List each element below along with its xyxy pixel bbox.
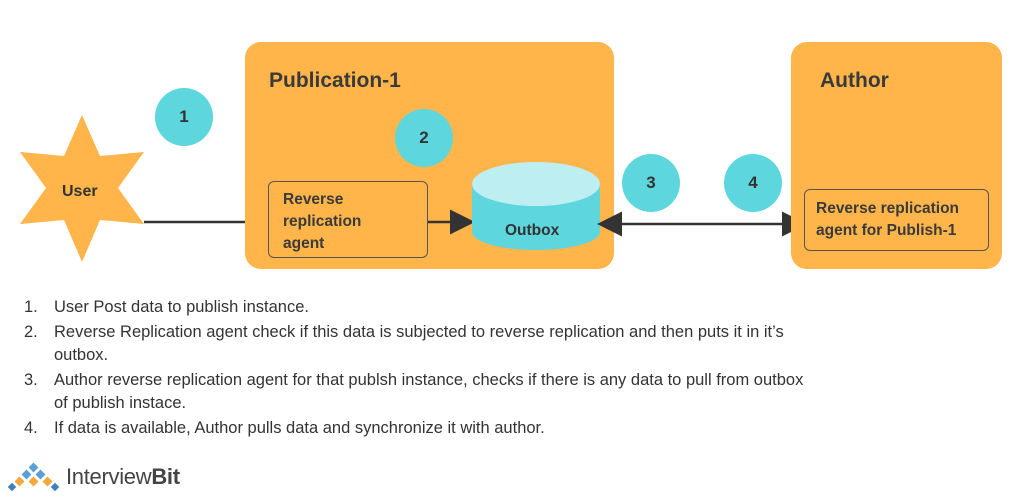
- list-text: Author reverse replication agent for tha…: [54, 369, 1004, 415]
- diagram-overlay: [428, 162, 807, 250]
- author-agent-line-2: agent for Publish-1: [816, 222, 957, 239]
- agent-line-1: Reverse: [283, 191, 344, 208]
- list-number: 2.: [24, 323, 38, 341]
- step-circle-1: 1: [155, 88, 213, 146]
- outbox-label: Outbox: [505, 222, 560, 239]
- user-star-shape: [20, 115, 144, 262]
- agent-line-3: agent: [283, 235, 325, 252]
- note-line: If data is available, Author pulls data …: [54, 419, 545, 437]
- list-number: 1.: [24, 298, 38, 316]
- outbox-cylinder: [472, 162, 600, 250]
- interviewbit-logo: InterviewBit: [8, 460, 180, 494]
- agent-line-2: replication: [283, 213, 362, 230]
- reverse-replication-agent-box: Reverse replication agent: [268, 181, 428, 258]
- step-circle-2: 2: [395, 109, 453, 167]
- author-agent-box: Reverse replication agent for Publish-1: [804, 189, 989, 251]
- author-box: [791, 42, 1002, 269]
- note-line: Reverse Replication agent check if this …: [54, 323, 784, 341]
- list-text: Reverse Replication agent check if this …: [54, 321, 1004, 367]
- list-item: 2. Reverse Replication agent check if th…: [24, 321, 1004, 367]
- note-line: of publish instace.: [54, 394, 187, 412]
- publication-title: Publication-1: [269, 69, 401, 92]
- replication-diagram: User Publication-1 Reverse replication a…: [20, 42, 1002, 269]
- author-title: Author: [820, 69, 889, 92]
- list-text: User Post data to publish instance.: [54, 296, 1004, 319]
- note-line: User Post data to publish instance.: [54, 298, 309, 316]
- list-text: If data is available, Author pulls data …: [54, 417, 1004, 440]
- list-item: 3. Author reverse replication agent for …: [24, 369, 1004, 415]
- note-line: Author reverse replication agent for tha…: [54, 371, 804, 389]
- user-label: User: [62, 183, 98, 200]
- step-circle-4: 4: [724, 154, 782, 212]
- note-line: outbox.: [54, 346, 109, 364]
- interviewbit-brand-text: InterviewBit: [66, 464, 180, 490]
- author-agent-line-1: Reverse replication: [816, 200, 960, 217]
- list-item: 4. If data is available, Author pulls da…: [24, 417, 1004, 440]
- brand-part-2: Bit: [151, 464, 180, 489]
- list-number: 3.: [24, 371, 38, 389]
- list-item: 1. User Post data to publish instance.: [24, 296, 1004, 319]
- interviewbit-logo-icon: [8, 462, 60, 492]
- step-circle-3: 3: [622, 154, 680, 212]
- list-number: 4.: [24, 419, 38, 437]
- steps-list: 1. User Post data to publish instance. 2…: [24, 296, 1004, 442]
- brand-part-1: Interview: [66, 464, 152, 489]
